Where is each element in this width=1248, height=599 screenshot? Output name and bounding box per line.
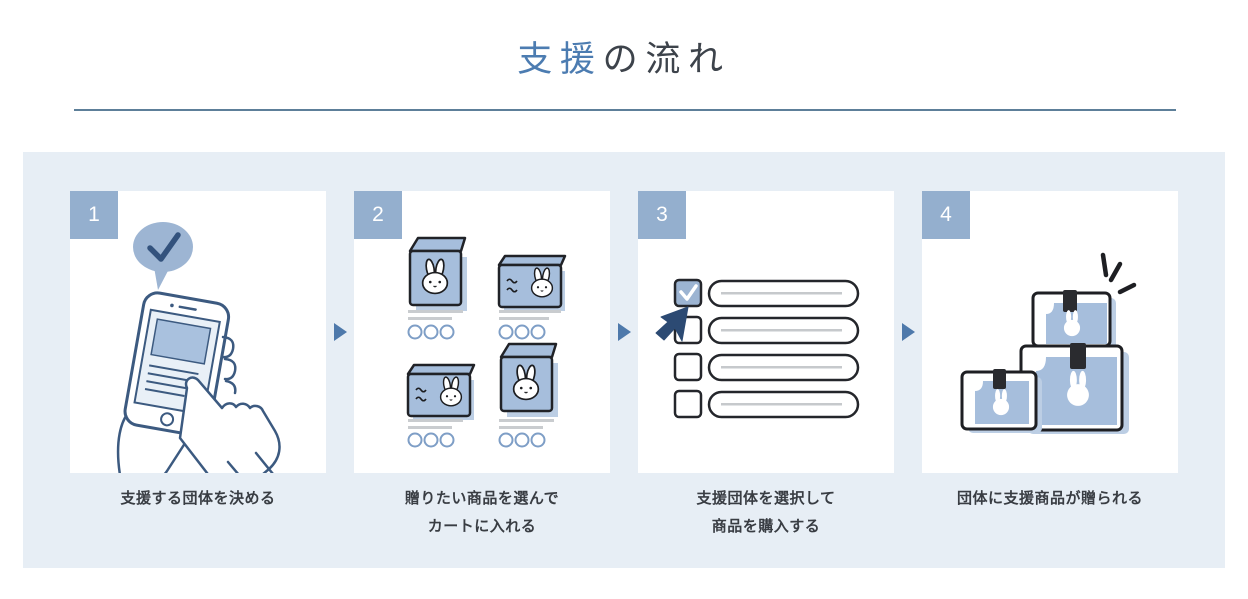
cursor-arrow-icon	[655, 306, 689, 342]
step-2-card: 2	[354, 191, 610, 473]
product-box-icon	[408, 236, 467, 311]
caption-line: 商品を購入する	[711, 518, 821, 535]
option-dots-icon	[407, 324, 455, 340]
step-1: 1 支援する団体を決める	[70, 191, 326, 513]
flow-arrow	[333, 191, 347, 473]
pointing-hand-icon	[178, 376, 281, 473]
step-4-caption: 団体に支援商品が贈られる	[922, 485, 1178, 513]
caption-line: 贈りたい商品を選んで	[404, 490, 560, 507]
section-header: 支援の流れ	[0, 0, 1248, 111]
gift-box-icon	[1031, 290, 1116, 350]
checkbox-list-cursor-illustration	[655, 278, 860, 419]
option-dots-icon	[498, 324, 546, 340]
step-3: 3 支援団体を選択して 商品を購入する	[638, 191, 894, 541]
emphasis-sparks-icon	[1100, 252, 1137, 295]
title-divider	[74, 109, 1176, 111]
flow-arrow	[617, 191, 631, 473]
flow-section: 1 支援する団体を決める	[23, 152, 1225, 568]
caption-line: 支援団体を選択して	[696, 490, 836, 507]
step-4: 4 団体に支援商品が贈られる	[922, 191, 1178, 513]
page-title-rest: の流れ	[602, 40, 731, 79]
caption-line: 団体に支援商品が贈られる	[956, 490, 1143, 507]
gift-box-icon	[960, 369, 1042, 433]
page-title-accent: 支援	[517, 40, 603, 79]
checkbox-icon	[673, 389, 703, 419]
step-4-badge: 4	[922, 191, 970, 239]
product-box-icon	[497, 254, 567, 311]
flow-arrow	[901, 191, 915, 473]
checkbox-icon	[673, 352, 703, 382]
next-arrow-icon	[617, 323, 631, 341]
smartphone-tap-check-illustration	[116, 222, 281, 473]
page-title: 支援の流れ	[0, 40, 1248, 80]
step-4-card: 4	[922, 191, 1178, 473]
caption-line: カートに入れる	[427, 518, 537, 535]
step-2: 2 贈りたい商品を選んで カートに入れる	[354, 191, 610, 541]
next-arrow-icon	[333, 323, 347, 341]
step-2-caption: 贈りたい商品を選んで カートに入れる	[354, 485, 610, 541]
step-3-card: 3	[638, 191, 894, 473]
steps-row: 1 支援する団体を決める	[70, 191, 1178, 541]
step-1-card: 1	[70, 191, 326, 473]
next-arrow-icon	[901, 323, 915, 341]
product-box-icon	[499, 342, 558, 417]
check-bubble-icon	[133, 222, 193, 290]
step-3-caption: 支援団体を選択して 商品を購入する	[638, 485, 894, 541]
rabbit-product-grid-illustration	[406, 236, 567, 448]
step-1-caption: 支援する団体を決める	[70, 485, 326, 513]
checked-checkbox-icon	[673, 278, 703, 308]
product-box-icon	[406, 363, 476, 420]
caption-line: 支援する団体を決める	[120, 490, 276, 507]
step-1-badge: 1	[70, 191, 118, 239]
stacked-gift-boxes-illustration	[960, 252, 1137, 434]
step-3-badge: 3	[638, 191, 686, 239]
grip-fingers-icon	[221, 335, 237, 395]
step-2-badge: 2	[354, 191, 402, 239]
option-dots-icon	[407, 432, 455, 448]
option-dots-icon	[498, 432, 546, 448]
